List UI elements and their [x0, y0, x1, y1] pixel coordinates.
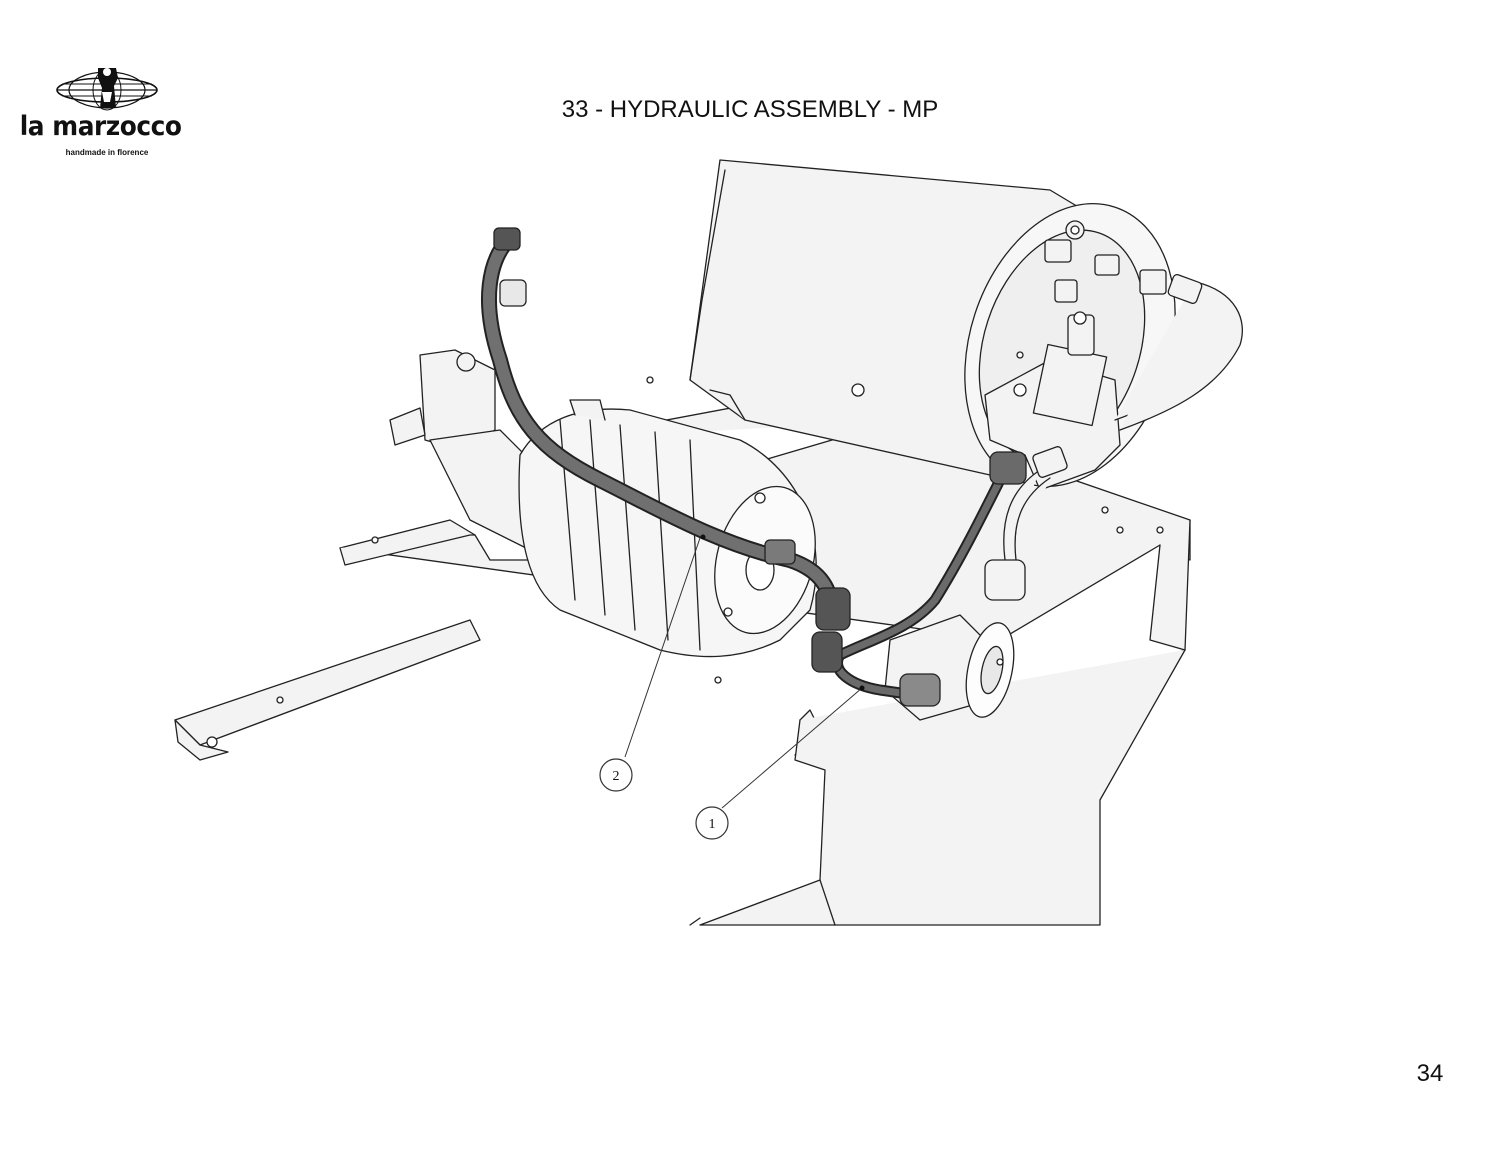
page-number: 34 [1416, 1060, 1444, 1087]
hose-fittings [493, 227, 1027, 707]
solenoid-valve [984, 274, 1243, 601]
callout-leaders [624, 537, 863, 809]
brand-tagline: handmade in florence [65, 148, 149, 157]
page-title: 33 - HYDRAULIC ASSEMBLY - MP [561, 96, 939, 123]
brand-logo: la marzocco handmade in florence [14, 64, 202, 164]
callout-1: 1 [695, 806, 729, 840]
leader-dot-2 [700, 534, 706, 540]
leader-dot-1 [859, 685, 865, 691]
brand-name: la marzocco [19, 111, 182, 142]
callout-2: 2 [599, 758, 633, 792]
globe-lion-logo-icon [56, 68, 158, 111]
hoses [481, 232, 1011, 701]
callout-label-1: 1 [709, 817, 716, 832]
callout-label-2: 2 [613, 769, 620, 784]
